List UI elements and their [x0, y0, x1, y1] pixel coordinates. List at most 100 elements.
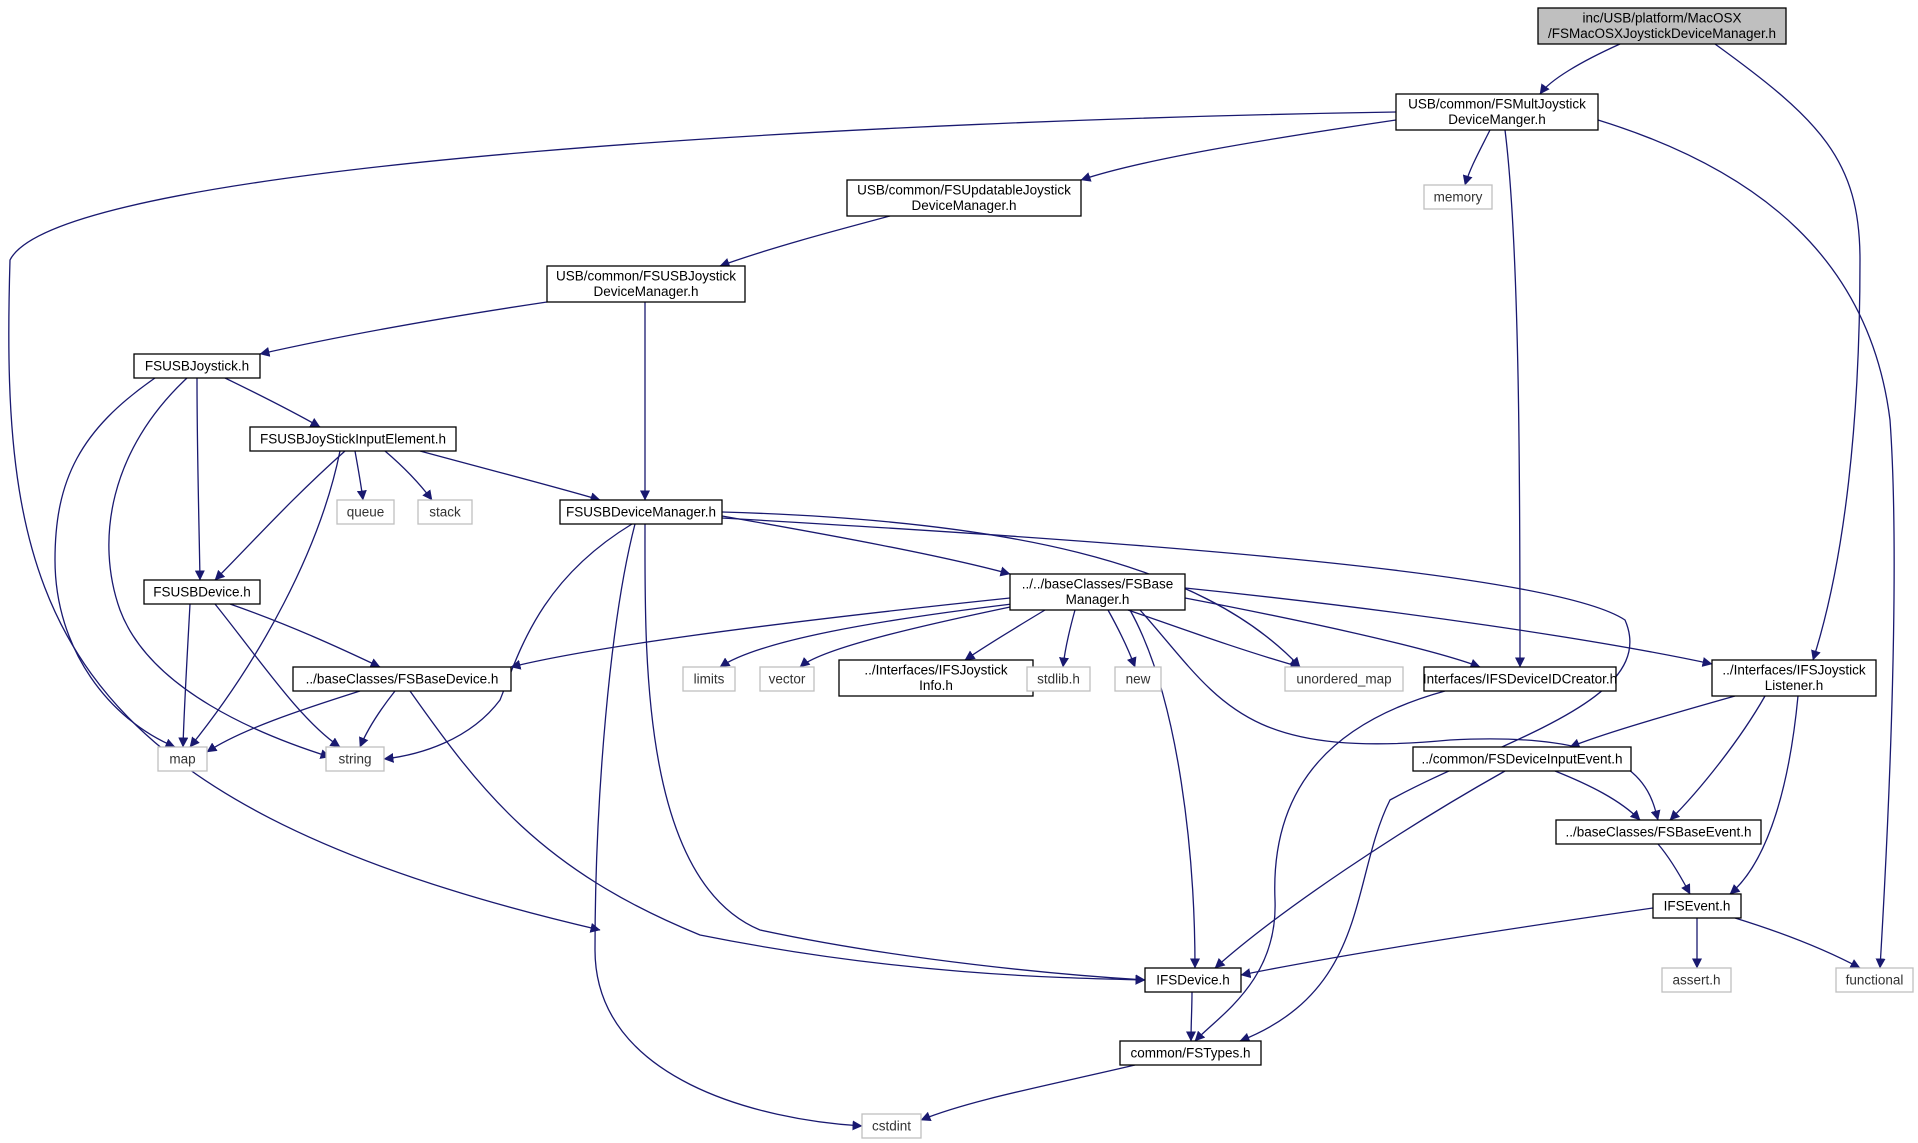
edge-usbjoystick-to-inputelement — [224, 377, 321, 428]
node-label: FSUSBDeviceManager.h — [566, 504, 716, 519]
edge-usbdevice-to-basedevice — [229, 603, 381, 668]
node-label: /FSMacOSXJoystickDeviceManager.h — [1548, 26, 1776, 41]
node-box — [1026, 666, 1091, 692]
edge-idcreator-to-fstypes — [1194, 690, 1446, 1042]
node-box — [846, 179, 1082, 217]
node-string: string — [325, 746, 385, 772]
edge-inputelement-to-usbdevice — [214, 450, 346, 581]
node-inputelement[interactable]: FSUSBJoyStickInputElement.h — [249, 426, 457, 452]
edge-basemanager-to-stdlib — [1059, 609, 1076, 668]
node-box — [249, 426, 457, 452]
edge-multjoy-to-functional — [1597, 119, 1895, 969]
node-box — [1423, 666, 1617, 692]
edge-inputelement-to-queue — [354, 450, 367, 501]
edge-inputelement-to-stack — [384, 450, 433, 501]
node-inputevent[interactable]: ../common/FSDeviceInputEvent.h — [1412, 746, 1632, 772]
edge-basemanager-to-vector — [799, 605, 1016, 668]
edge-usbdevice-to-string — [214, 603, 341, 748]
node-label: memory — [1434, 189, 1483, 204]
edge-devicemanager-to-cstdint — [594, 523, 863, 1131]
node-label: IFSDevice.h — [1156, 972, 1230, 987]
node-unordered: unordered_map — [1284, 666, 1404, 692]
node-label: DeviceManager.h — [593, 284, 698, 299]
node-ifsevent[interactable]: IFSEvent.h — [1652, 893, 1742, 919]
node-box — [546, 265, 746, 303]
node-label: Info.h — [919, 678, 953, 693]
node-box — [1652, 893, 1742, 919]
edge-basedevice-to-string — [359, 690, 396, 748]
node-box — [417, 499, 473, 525]
node-box — [143, 579, 261, 605]
node-idcreator[interactable]: Interfaces/IFSDeviceIDCreator.h — [1423, 666, 1617, 692]
node-label: cstdint — [872, 1118, 911, 1133]
node-root[interactable]: inc/USB/platform/MacOSX/FSMacOSXJoystick… — [1537, 7, 1787, 45]
node-updatable[interactable]: USB/common/FSUpdatableJoystickDeviceMana… — [846, 179, 1082, 217]
edge-usbjoystick-to-string — [108, 377, 331, 759]
node-box — [1114, 666, 1162, 692]
edge-basemanager-to-joyinfo — [964, 609, 1046, 661]
node-label: USB/common/FSUpdatableJoystick — [857, 183, 1071, 198]
edge-joylistener-to-baseevent — [1669, 695, 1766, 821]
node-ifsdevice[interactable]: IFSDevice.h — [1144, 967, 1242, 993]
node-label: Interfaces/IFSDeviceIDCreator.h — [1423, 671, 1617, 686]
edge-joylistener-to-inputevent — [1569, 695, 1736, 749]
node-usbdevice[interactable]: FSUSBDevice.h — [143, 579, 261, 605]
node-layer: inc/USB/platform/MacOSX/FSMacOSXJoystick… — [133, 7, 1914, 1139]
node-label: assert.h — [1672, 972, 1720, 987]
node-box — [1661, 967, 1732, 993]
edge-usbjoymgr-to-usbjoystick — [259, 301, 548, 357]
edge-inputevent-to-ifsdevice — [1214, 770, 1506, 969]
node-baseevent[interactable]: ../baseClasses/FSBaseEvent.h — [1555, 819, 1762, 845]
node-label: stdlib.h — [1037, 671, 1080, 686]
node-box — [559, 499, 723, 525]
node-box — [1284, 666, 1404, 692]
node-label: string — [338, 751, 371, 766]
node-label: Listener.h — [1765, 678, 1824, 693]
edge-usbjoystick-to-map — [54, 377, 176, 748]
node-label: ../baseClasses/FSBaseDevice.h — [306, 671, 499, 686]
edge-fstypes-to-cstdint — [920, 1064, 1136, 1122]
node-map: map — [157, 746, 208, 772]
node-label: new — [1126, 671, 1151, 686]
node-label: stack — [429, 504, 461, 519]
node-vector: vector — [759, 666, 815, 692]
edge-inputelement-to-devicemanager — [419, 450, 601, 503]
edge-root-to-joylistener — [1714, 43, 1861, 661]
node-label: FSUSBJoyStickInputElement.h — [260, 431, 446, 446]
node-box — [1423, 184, 1493, 210]
node-devicemanager[interactable]: FSUSBDeviceManager.h — [559, 499, 723, 525]
node-box — [292, 666, 512, 692]
node-box — [336, 499, 395, 525]
node-cstdint: cstdint — [861, 1113, 922, 1139]
edge-multjoy-to-updatable — [1080, 119, 1397, 182]
node-label: vector — [769, 671, 806, 686]
node-stdlib: stdlib.h — [1026, 666, 1091, 692]
node-box — [1119, 1040, 1262, 1066]
edge-devicemanager-to-unordered — [721, 511, 1301, 668]
node-label: ../../baseClasses/FSBase — [1022, 577, 1174, 592]
node-fstypes[interactable]: common/FSTypes.h — [1119, 1040, 1262, 1066]
node-functional: functional — [1835, 967, 1914, 993]
node-assert: assert.h — [1661, 967, 1732, 993]
node-box — [1537, 7, 1787, 45]
node-basedevice[interactable]: ../baseClasses/FSBaseDevice.h — [292, 666, 512, 692]
node-limits: limits — [682, 666, 736, 692]
edge-joylistener-to-ifsevent — [1729, 695, 1799, 895]
edge-basemanager-to-joylistener — [1184, 587, 1713, 667]
node-box — [133, 353, 261, 379]
node-box — [1009, 573, 1186, 611]
node-usbjoystick[interactable]: FSUSBJoystick.h — [133, 353, 261, 379]
node-label: Manager.h — [1066, 592, 1130, 607]
node-queue: queue — [336, 499, 395, 525]
edge-basemanager-to-ifsdevice — [1129, 609, 1200, 969]
edge-updatable-to-usbjoymgr — [719, 215, 891, 268]
node-box — [325, 746, 385, 772]
node-label: limits — [694, 671, 725, 686]
node-label: ../baseClasses/FSBaseEvent.h — [1565, 824, 1751, 839]
